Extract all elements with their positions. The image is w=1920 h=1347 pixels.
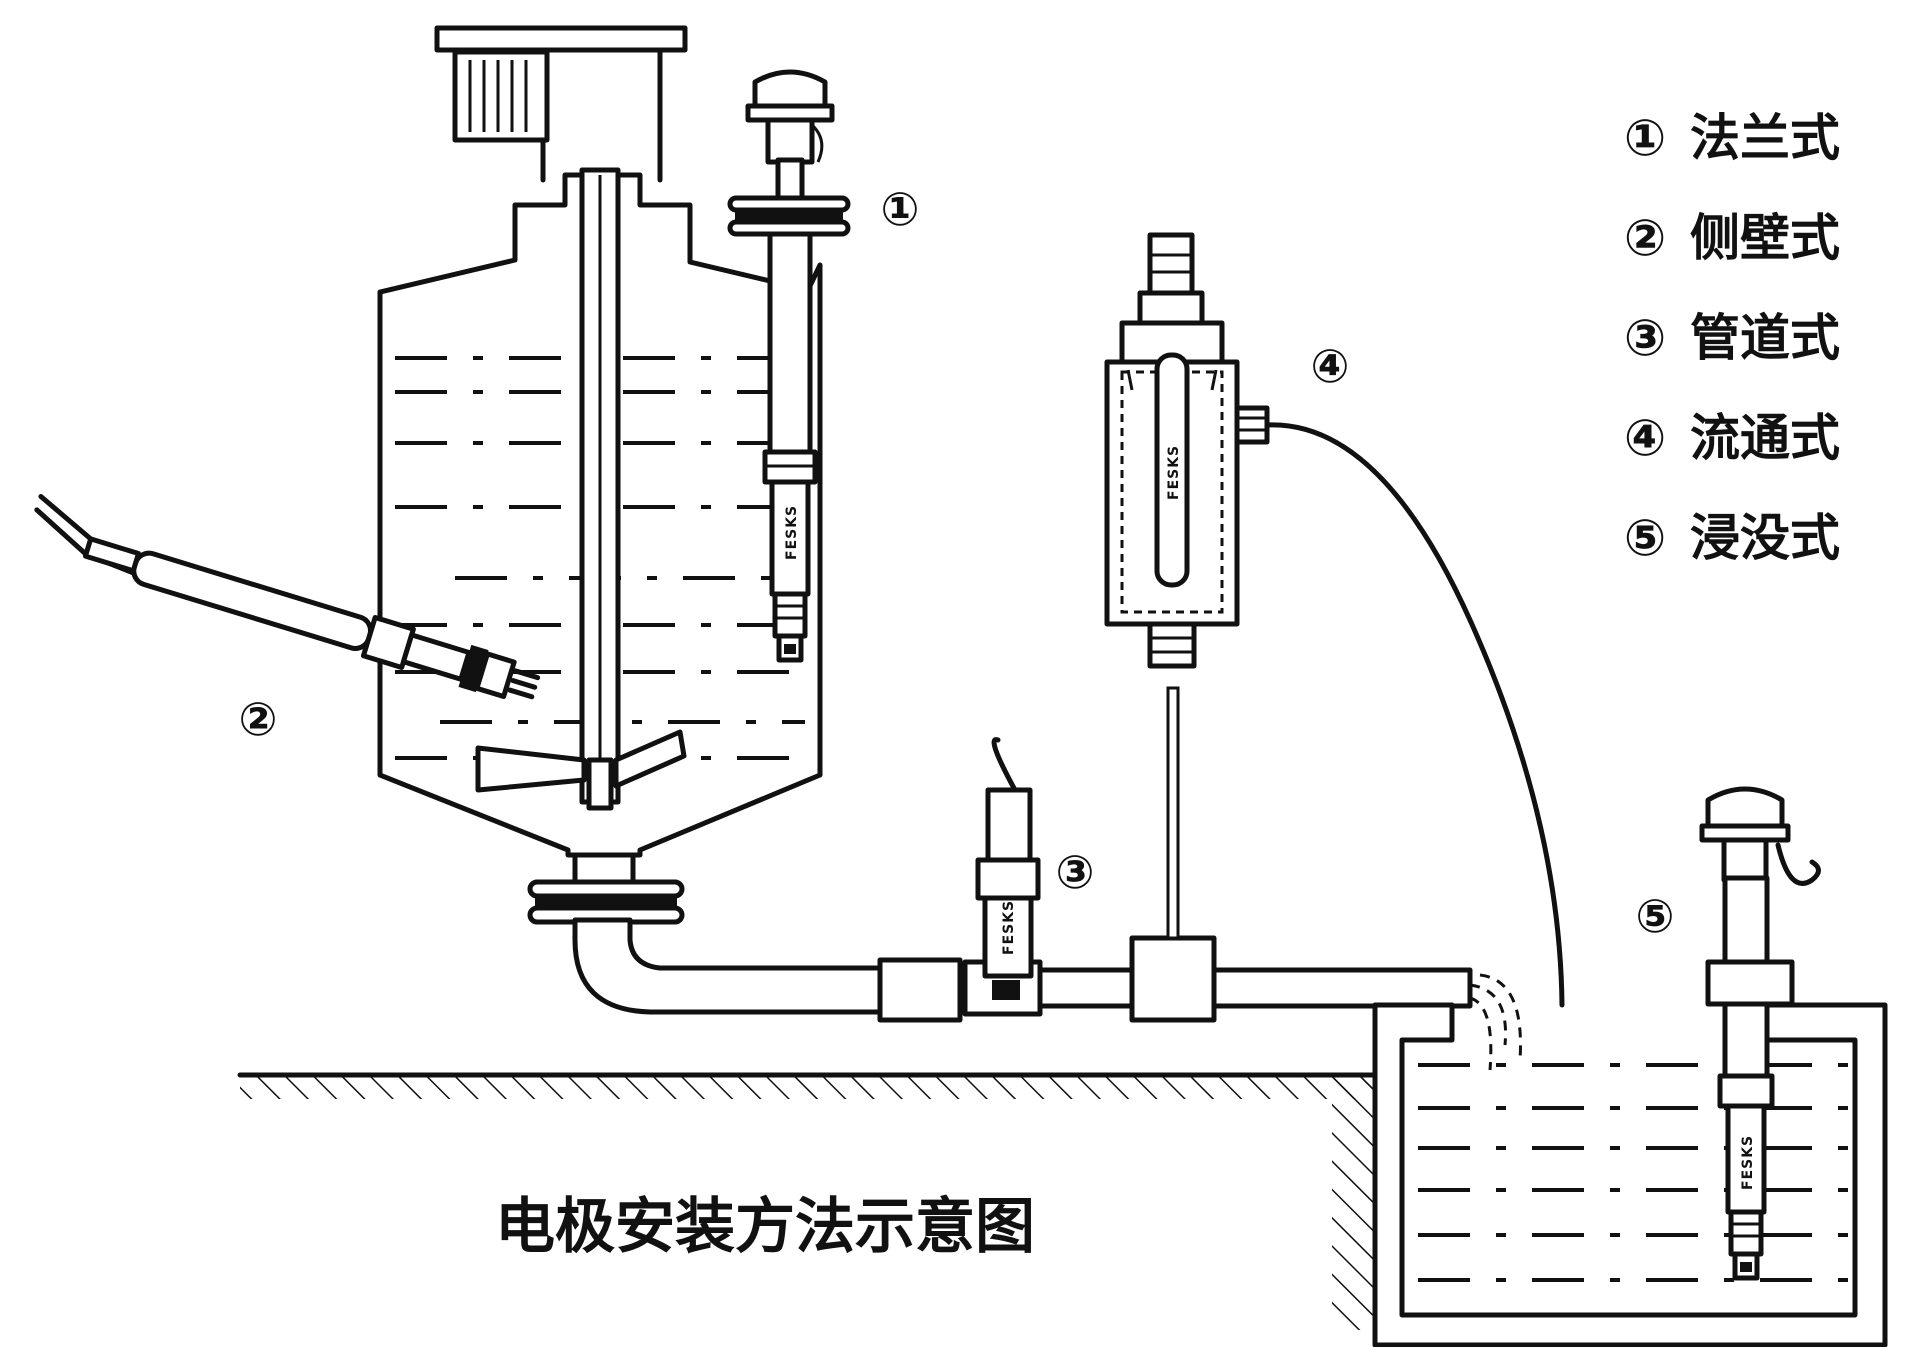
flange-electrode: FESKS <box>727 69 851 660</box>
legend-label: 管道式 <box>1690 309 1840 367</box>
ground <box>237 1072 1378 1333</box>
callout-side-wall: ② <box>239 692 278 746</box>
diagram-caption: 电极安装方法示意图 <box>495 1192 1035 1262</box>
legend-marker: ④ <box>1624 409 1666 467</box>
legend-marker: ② <box>1624 209 1666 267</box>
pipe-tee-fitting <box>1129 935 1217 1023</box>
legend-marker: ① <box>1624 109 1666 167</box>
legend-marker: ⑤ <box>1624 509 1666 567</box>
callout-immersion: ⑤ <box>1636 889 1675 943</box>
callout-flange: ① <box>881 182 920 236</box>
reactor-vessel <box>377 25 823 925</box>
legend-item-side-wall: ② 侧壁式 <box>1624 209 1840 267</box>
immersion-electrode: FESKS <box>1699 786 1821 1278</box>
legend-label: 法兰式 <box>1690 109 1840 167</box>
legend-item-flow-through: ④ 流通式 <box>1624 409 1840 467</box>
stirrer-blade-left <box>475 745 587 793</box>
legend-label: 流通式 <box>1690 409 1840 467</box>
flange-electrode-brand: FESKS <box>784 505 800 560</box>
side-wall-electrode <box>34 493 541 700</box>
legend-label: 侧壁式 <box>1690 209 1840 267</box>
flow-cell-brand: FESKS <box>1166 445 1182 500</box>
pipeline-electrode: FESKS <box>975 737 1041 1000</box>
legend-item-flange: ① 法兰式 <box>1624 109 1840 167</box>
stirrer-blade-right <box>613 729 687 789</box>
open-tank <box>1372 1002 1888 1347</box>
legend-item-immersion: ⑤ 浸没式 <box>1624 509 1840 567</box>
legend-marker: ③ <box>1624 309 1666 367</box>
callout-pipeline: ③ <box>1056 845 1095 899</box>
legend: ① 法兰式 ② 侧壁式 ③ 管道式 ④ 流通式 ⑤ 浸没式 <box>1624 109 1840 567</box>
immersion-electrode-brand: FESKS <box>1740 1135 1756 1190</box>
flow-through-cell: FESKS <box>1104 232 1565 1008</box>
pipeline <box>572 686 1522 1071</box>
legend-label: 浸没式 <box>1690 509 1840 567</box>
pipeline-electrode-brand: FESKS <box>1001 900 1017 955</box>
callout-flow-through: ④ <box>1311 339 1350 393</box>
legend-item-pipeline: ③ 管道式 <box>1624 309 1840 367</box>
